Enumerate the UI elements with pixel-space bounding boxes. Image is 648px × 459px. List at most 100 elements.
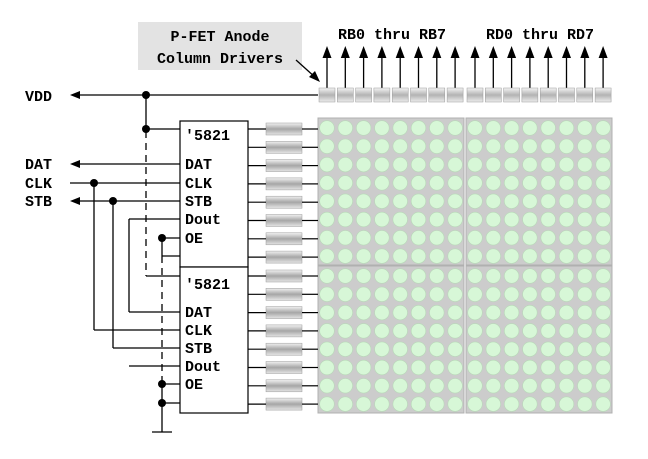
led <box>595 286 611 302</box>
led <box>429 396 445 412</box>
led <box>522 359 538 376</box>
led <box>337 120 353 136</box>
led <box>447 396 463 412</box>
fet-driver-13 <box>558 87 575 103</box>
fet-driver-3 <box>373 87 391 103</box>
led <box>392 120 408 136</box>
led <box>374 175 390 191</box>
led <box>558 138 575 154</box>
fet-driver-9 <box>485 87 502 103</box>
led <box>410 305 427 321</box>
led <box>319 157 335 173</box>
led <box>356 323 372 339</box>
led <box>577 305 593 321</box>
led <box>392 378 408 394</box>
led <box>540 341 556 357</box>
led <box>577 157 593 173</box>
fet-driver-10 <box>503 87 520 103</box>
led <box>522 286 538 302</box>
column-arrowhead-2 <box>359 46 369 58</box>
led <box>337 286 353 302</box>
stb-label: STB <box>25 194 52 211</box>
led <box>577 268 593 284</box>
fet-driver-8 <box>466 87 484 103</box>
led <box>319 120 335 136</box>
led <box>392 230 408 246</box>
led <box>356 359 372 376</box>
callout-line-2: Column Drivers <box>157 51 283 68</box>
column-label-rb: RB0 thru RB7 <box>338 27 446 44</box>
column-arrowhead-14 <box>580 46 590 58</box>
led <box>356 175 372 191</box>
led <box>410 341 427 357</box>
led <box>356 193 372 209</box>
led <box>356 230 372 246</box>
led <box>410 359 427 376</box>
callout-arrowhead <box>309 71 320 82</box>
led <box>374 211 390 228</box>
led <box>392 175 408 191</box>
led <box>447 230 463 246</box>
chip-2-pin-dout: Dout <box>185 359 221 376</box>
led <box>467 138 483 154</box>
led <box>410 120 427 136</box>
led <box>522 157 538 173</box>
row-resistor-4 <box>265 195 303 209</box>
led <box>356 286 372 302</box>
led <box>447 175 463 191</box>
vdd-label: VDD <box>25 89 52 106</box>
led <box>577 193 593 209</box>
led <box>485 286 501 302</box>
led <box>504 359 520 376</box>
led <box>558 305 575 321</box>
led <box>447 359 463 376</box>
led <box>558 120 575 136</box>
p-fet-driver-strip <box>318 87 612 103</box>
chip-2-pin-dat: DAT <box>185 305 212 322</box>
led <box>504 230 520 246</box>
led <box>447 211 463 228</box>
led <box>429 378 445 394</box>
led <box>595 323 611 339</box>
fet-driver-0 <box>318 87 336 103</box>
led <box>429 248 445 264</box>
led <box>540 230 556 246</box>
led <box>337 248 353 264</box>
led <box>467 193 483 209</box>
led <box>522 341 538 357</box>
dat-label: DAT <box>25 157 52 174</box>
led <box>504 341 520 357</box>
chip-1-title: '5821 <box>185 128 230 145</box>
led <box>522 120 538 136</box>
dat-arrowhead <box>70 160 80 168</box>
led <box>540 268 556 284</box>
led <box>319 305 335 321</box>
led <box>410 175 427 191</box>
led <box>374 305 390 321</box>
led <box>485 193 501 209</box>
led <box>410 157 427 173</box>
led <box>337 305 353 321</box>
led <box>429 120 445 136</box>
led <box>447 305 463 321</box>
led <box>337 211 353 228</box>
led <box>356 305 372 321</box>
row-resistor-0 <box>265 122 303 136</box>
led <box>540 193 556 209</box>
led <box>392 305 408 321</box>
led <box>558 286 575 302</box>
led <box>319 341 335 357</box>
led <box>595 359 611 376</box>
vdd-arrowhead <box>70 91 80 99</box>
row-resistor-9 <box>265 288 303 301</box>
led <box>467 248 483 264</box>
led <box>392 248 408 264</box>
fet-driver-14 <box>576 87 594 103</box>
led <box>337 378 353 394</box>
led <box>410 286 427 302</box>
callout-line-1: P-FET Anode <box>170 29 269 46</box>
led <box>504 157 520 173</box>
led <box>356 396 372 412</box>
column-arrowhead-8 <box>470 46 480 58</box>
led <box>319 268 335 284</box>
